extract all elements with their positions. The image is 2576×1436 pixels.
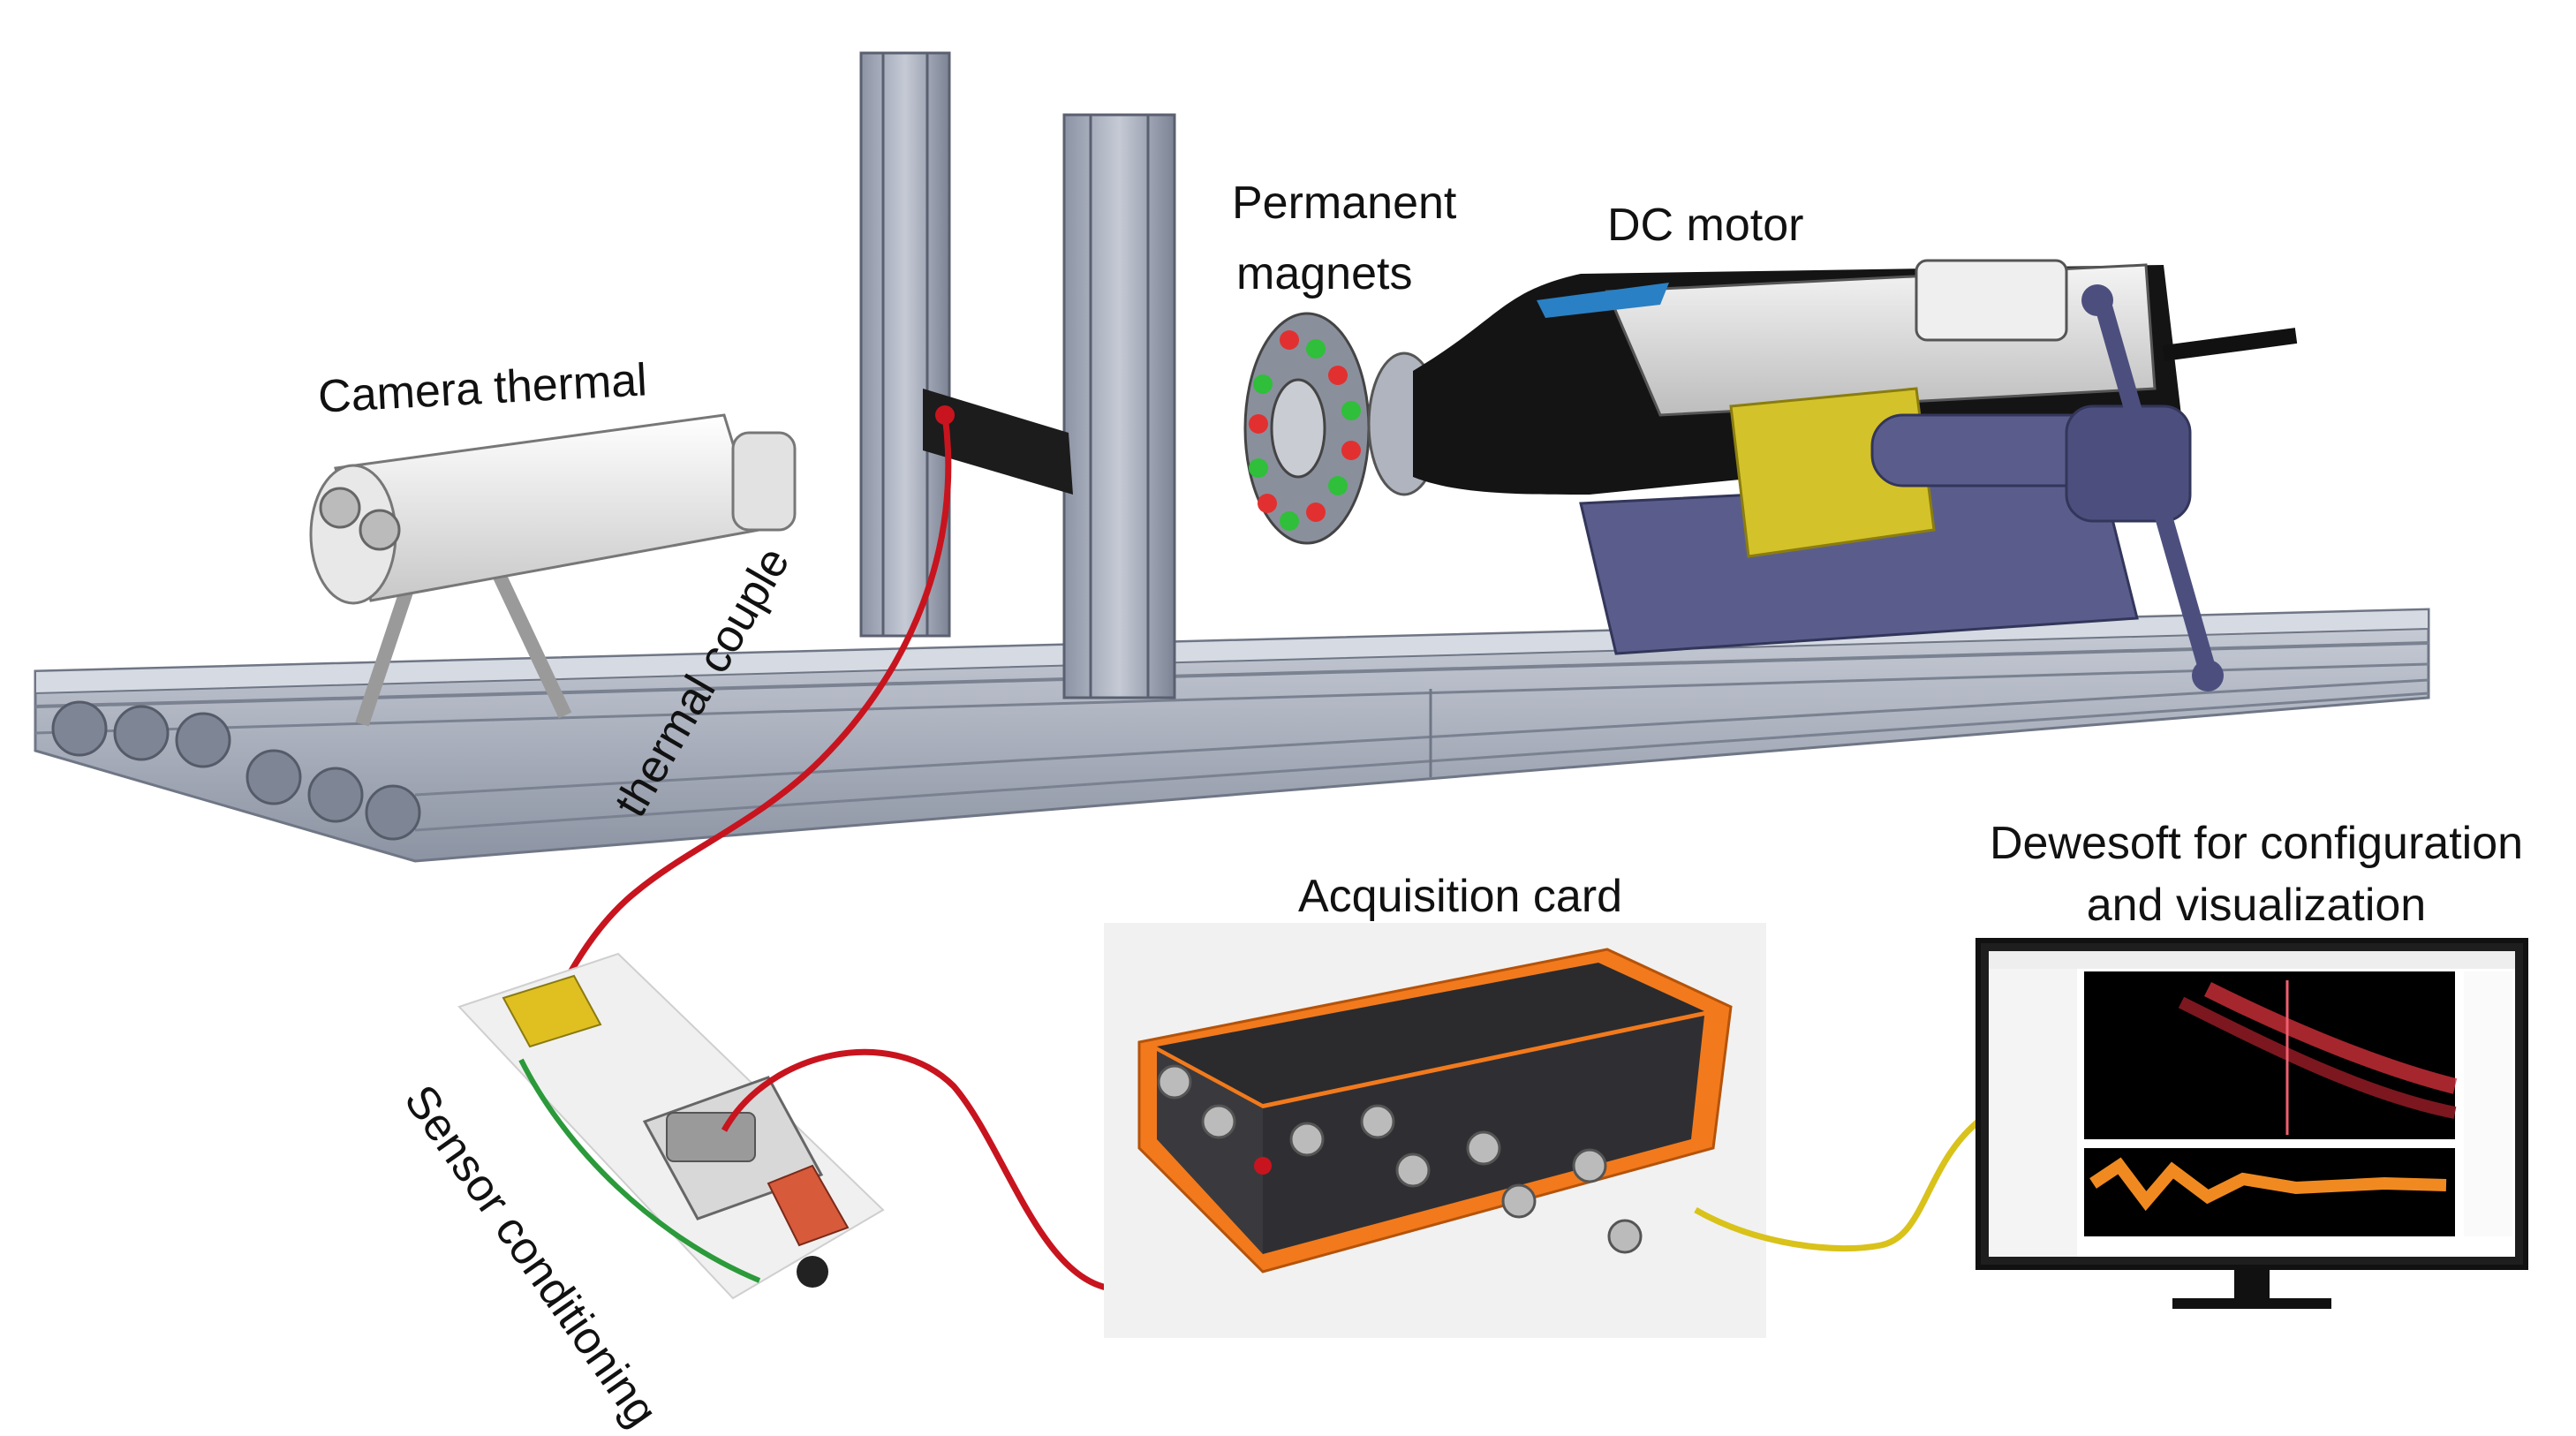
thermocouple-tip	[935, 405, 955, 425]
permanent-magnet-disc	[1243, 312, 1441, 545]
thermal-camera	[309, 413, 797, 727]
dewesoft-monitor	[1975, 938, 2528, 1309]
aluminium-rail-base	[34, 608, 2430, 863]
sensor-conditioning-module	[457, 952, 885, 1300]
label-permanent-magnets-line2: magnets	[1236, 248, 1413, 299]
label-dc-motor: DC motor	[1607, 200, 1804, 251]
label-dewesoft-line2: and visualization	[2086, 880, 2427, 931]
acquisition-card	[1104, 923, 1766, 1338]
label-acquisition-card: Acquisition card	[1298, 871, 1623, 922]
label-dewesoft-line1: Dewesoft for configuration	[1989, 818, 2524, 869]
vertical-post-left	[859, 51, 951, 638]
thermocouple-cable	[544, 414, 952, 1017]
vertical-post-right	[1062, 113, 1176, 699]
test-specimen-bar	[923, 389, 1073, 495]
dc-motor	[1413, 259, 2298, 495]
bench-vise	[1579, 284, 2224, 692]
label-permanent-magnets-line1: Permanent	[1232, 178, 1457, 229]
usb-cable-yellow	[1694, 1119, 1981, 1252]
